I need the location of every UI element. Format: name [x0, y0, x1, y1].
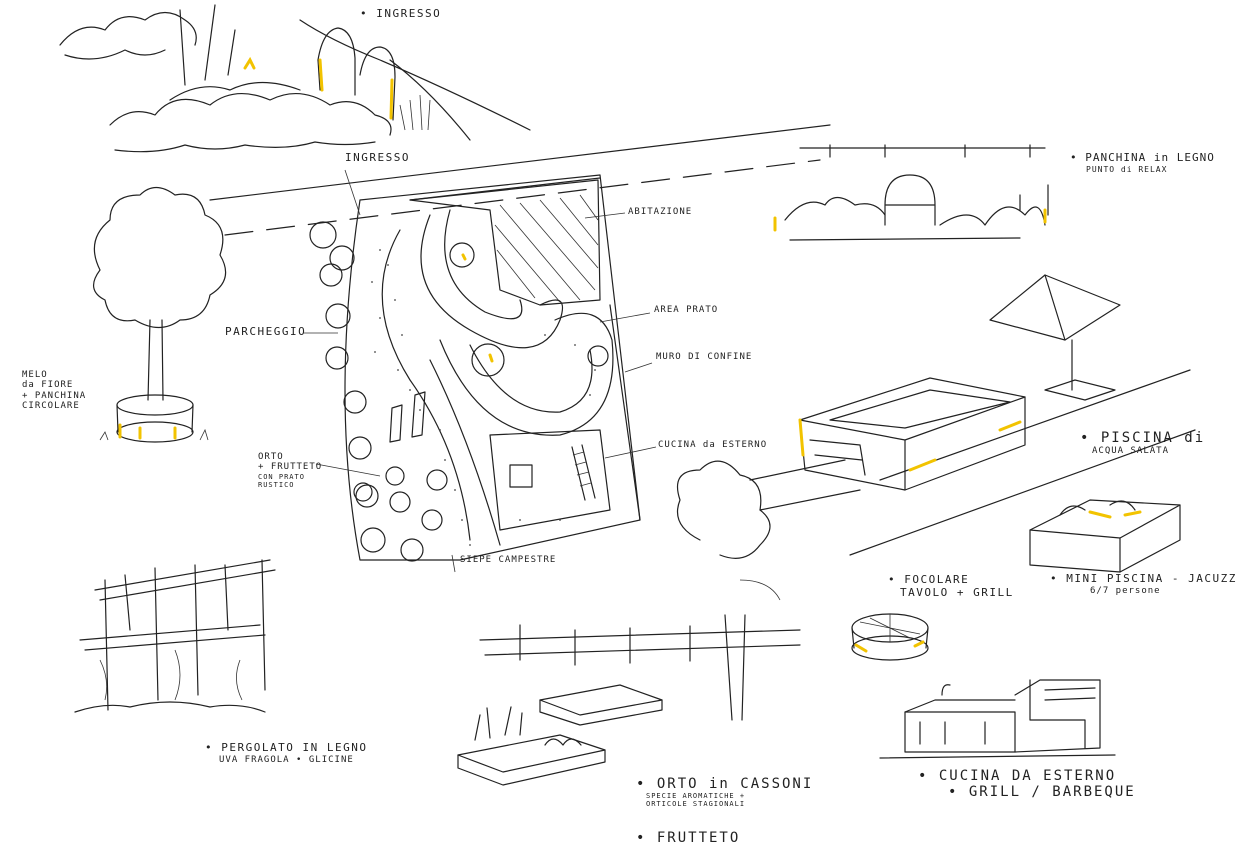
label-orto-4: RUSTICO: [258, 480, 295, 489]
label-orto-cassoni-3: ORTICOLE STAGIONALI: [646, 800, 746, 809]
label-focolare-1: • FOCOLARE: [888, 573, 970, 586]
label-orto-1: ORTO: [258, 452, 284, 462]
label-orto-cassoni-2: SPECIE AROMATICHE +: [646, 792, 746, 801]
label-minipiscina-2: 6/7 persone: [1090, 585, 1161, 596]
label-melo-3: + PANCHINA: [22, 390, 87, 401]
pergola-sketch: [74, 559, 276, 713]
plan-stipple: [371, 249, 596, 546]
label-melo-4: CIRCOLARE: [22, 401, 80, 412]
leader-lines: [304, 169, 657, 573]
label-melo-1: MELO: [22, 370, 48, 380]
kitchen-sketch: [879, 679, 1116, 759]
raised-beds-sketch: [457, 460, 801, 786]
label-orto-3: CON PRATO: [258, 472, 305, 481]
label-piscina-1: • PISCINA di: [1080, 430, 1206, 446]
label-panchina-2: PUNTO di RELAX: [1086, 164, 1168, 174]
label-muro-confine: MURO DI CONFINE: [656, 352, 753, 362]
label-panchina: • PANCHINA in LEGNO PUNTO di RELAX: [1070, 151, 1215, 174]
apple-tree-sketch: [93, 186, 227, 443]
label-orto-frutteto: ORTO + FRUTTETO CON PRATO RUSTICO: [258, 452, 322, 489]
label-piscina: • PISCINA di ACQUA SALATA: [1080, 430, 1205, 456]
label-minipiscina: • MINI PISCINA - JACUZZI 6/7 persone: [1050, 572, 1237, 596]
jacuzzi-sketch: [1029, 499, 1181, 573]
firepit-sketch: [851, 613, 929, 661]
site-plan: [344, 174, 641, 561]
label-frutteto: • FRUTTETO: [636, 830, 741, 846]
label-pergolato-1: • PERGOLATO IN LEGNO: [205, 741, 368, 754]
plan-trees: [309, 221, 448, 562]
label-pergolato: • PERGOLATO IN LEGNO UVA FRAGOLA • GLICI…: [205, 741, 368, 765]
label-orto-cassoni: • ORTO in CASSONI SPECIE AROMATICHE + OR…: [636, 776, 813, 808]
label-focolare: • FOCOLARE TAVOLO + GRILL: [888, 573, 1014, 599]
label-cucina-esterno-1: • CUCINA DA ESTERNO: [918, 768, 1117, 784]
label-panchina-1: • PANCHINA in LEGNO: [1070, 151, 1215, 164]
label-area-prato: AREA PRATO: [654, 305, 719, 315]
label-melo-2: da FIORE: [22, 380, 74, 391]
entrance-sketch: [59, 4, 531, 153]
label-parcheggio: PARCHEGGIO: [225, 325, 307, 338]
label-ingresso-plan: INGRESSO: [345, 151, 410, 164]
pool-sketch: [749, 274, 1196, 556]
road: [209, 124, 831, 236]
label-orto-2: + FRUTTETO: [258, 462, 323, 473]
label-minipiscina-1: • MINI PISCINA - JACUZZI: [1050, 572, 1237, 585]
label-orto-cassoni-1: • ORTO in CASSONI: [636, 776, 814, 792]
bench-sketch: [773, 144, 1049, 241]
label-cucina-plan: CUCINA da ESTERNO: [658, 440, 768, 450]
label-abitazione: ABITAZIONE: [628, 207, 693, 217]
label-ingresso-top: • INGRESSO: [360, 7, 442, 20]
label-pergolato-2: UVA FRAGOLA • GLICINE: [219, 754, 354, 765]
label-siepe: SIEPE CAMPESTRE: [460, 555, 557, 565]
label-cucina-esterno: • CUCINA DA ESTERNO • GRILL / BARBEQUE: [918, 768, 1136, 800]
label-piscina-2: ACQUA SALATA: [1092, 446, 1170, 457]
label-focolare-2: TAVOLO + GRILL: [900, 585, 1014, 599]
label-cucina-esterno-2: • GRILL / BARBEQUE: [948, 784, 1136, 801]
label-melo: MELO da FIORE + PANCHINA CIRCOLARE: [22, 370, 86, 411]
